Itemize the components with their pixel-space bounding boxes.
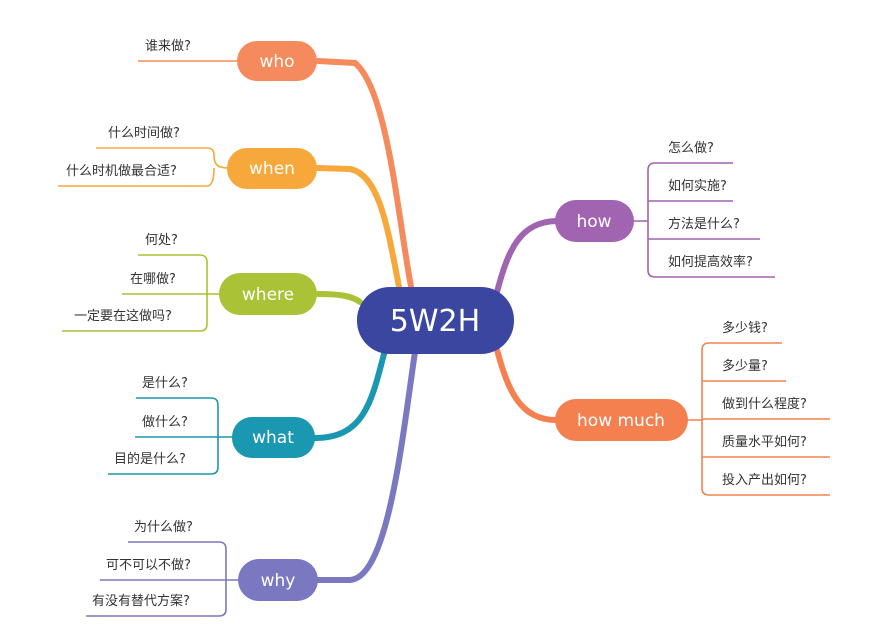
- leaf-how-much-5: 投入产出如何?: [722, 472, 807, 488]
- connector-what: [312, 347, 388, 441]
- leaf-what-2: 做什么?: [142, 415, 188, 430]
- connector-who: [315, 58, 415, 295]
- leaf-bracket-why: [86, 541, 238, 617]
- leaf-where-3: 一定要在这做吗?: [74, 308, 172, 324]
- node-when[interactable]: when: [227, 148, 317, 189]
- node-what[interactable]: what: [232, 417, 315, 458]
- leaf-how-3: 方法是什么?: [668, 216, 740, 232]
- leaf-bracket-how-much: [688, 342, 830, 496]
- leaf-how-4: 如何提高效率?: [668, 254, 753, 270]
- node-why[interactable]: why: [238, 559, 318, 601]
- node-where[interactable]: where: [219, 273, 317, 315]
- node-how-much-label: how much: [577, 411, 665, 431]
- leaf-why-1: 为什么做?: [134, 520, 193, 535]
- node-how[interactable]: how: [555, 200, 634, 242]
- leaf-bracket-where: [62, 254, 220, 332]
- node-where-label: where: [242, 285, 294, 305]
- connector-where: [315, 291, 363, 305]
- leaf-how-much-2: 多少量?: [722, 358, 768, 374]
- node-who-label: who: [259, 52, 294, 72]
- leaf-what-3: 目的是什么?: [114, 451, 186, 467]
- leaf-how-1: 怎么做?: [668, 141, 714, 156]
- leaf-why-3: 有没有替代方案?: [92, 593, 190, 609]
- connector-why: [315, 349, 418, 583]
- connector-how-much: [494, 347, 559, 423]
- root-label: 5W2H: [390, 304, 480, 339]
- leaf-bracket-when: [58, 147, 229, 187]
- leaf-who-1: 谁来做?: [145, 39, 191, 54]
- node-how-label: how: [576, 212, 611, 232]
- leaf-how-much-4: 质量水平如何?: [722, 434, 807, 450]
- leaf-why-2: 可不可以不做?: [106, 558, 191, 573]
- node-who[interactable]: who: [237, 41, 317, 81]
- connector-how: [494, 218, 559, 295]
- leaf-how-much-3: 做到什么程度?: [722, 396, 807, 412]
- leaf-when-2: 什么时机做最合适?: [66, 164, 177, 179]
- leaf-bracket-how: [634, 162, 775, 278]
- node-how-much[interactable]: how much: [555, 399, 688, 441]
- leaf-bracket-what: [108, 397, 232, 475]
- leaf-how-much-1: 多少钱?: [722, 320, 768, 336]
- leaf-how-2: 如何实施?: [668, 178, 727, 194]
- leaf-where-2: 在哪做?: [130, 272, 176, 287]
- leaf-what-1: 是什么?: [142, 376, 188, 391]
- node-what-label: what: [252, 428, 294, 448]
- connector-when: [315, 165, 403, 295]
- leaf-where-1: 何处?: [145, 232, 178, 248]
- node-why-label: why: [261, 571, 296, 591]
- leaf-when-1: 什么时间做?: [108, 126, 180, 141]
- root-node[interactable]: 5W2H: [357, 287, 514, 354]
- node-when-label: when: [249, 159, 295, 179]
